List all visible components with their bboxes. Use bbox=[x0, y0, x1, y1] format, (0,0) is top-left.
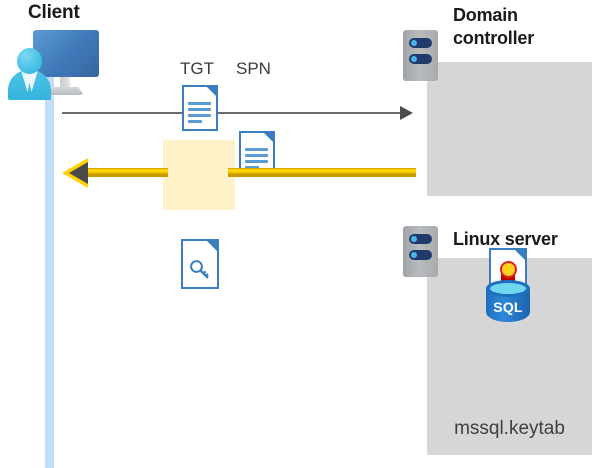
database-top-icon bbox=[486, 280, 530, 297]
certificate-seal-icon bbox=[500, 261, 517, 278]
database-top-inner-icon bbox=[490, 283, 526, 294]
key-icon bbox=[190, 260, 209, 279]
document-text-line bbox=[245, 160, 268, 163]
linux-server-title: Linux server bbox=[453, 229, 558, 249]
document-text-line bbox=[245, 154, 268, 157]
domain-controller-server-icon bbox=[403, 30, 438, 81]
monitor-screen-icon bbox=[33, 30, 99, 77]
server-bay-icon bbox=[409, 54, 432, 64]
response-arrow-line-left bbox=[82, 168, 168, 177]
certificate-ribbon-icon bbox=[501, 272, 508, 287]
document-sheet bbox=[181, 239, 219, 289]
domain-controller-title: Domain controller bbox=[453, 4, 583, 50]
document-text-line bbox=[245, 166, 259, 169]
server-bay-icon bbox=[409, 234, 432, 244]
request-arrow-line bbox=[62, 112, 402, 114]
highlight-box bbox=[163, 140, 235, 210]
response-arrow-line-right bbox=[228, 168, 416, 177]
sql-database-icon: SQL bbox=[486, 280, 530, 328]
monitor-stand-icon bbox=[60, 77, 70, 89]
request-arrow-head-icon bbox=[400, 106, 413, 120]
document-text-line bbox=[245, 148, 268, 151]
tgt-label: TGT bbox=[180, 59, 214, 78]
client-lifeline bbox=[45, 62, 54, 468]
document-text-line bbox=[188, 120, 202, 123]
spn-label: SPN bbox=[236, 59, 271, 78]
response-arrow-head-icon bbox=[69, 162, 88, 184]
keytab-filename-label: mssql.keytab bbox=[454, 418, 565, 439]
document-text-line bbox=[188, 108, 211, 111]
tgt-document-icon bbox=[182, 85, 218, 131]
domain-controller-panel bbox=[427, 62, 592, 196]
document-text-line bbox=[188, 102, 211, 105]
certificate-ribbon-icon bbox=[508, 272, 515, 287]
ticket-key-document-icon bbox=[181, 239, 219, 289]
client-title: Client bbox=[28, 2, 80, 23]
document-text-line bbox=[188, 114, 211, 117]
person-head-icon bbox=[17, 48, 42, 74]
monitor-base-icon bbox=[47, 87, 84, 95]
domain-controller-title-line1: Domain bbox=[453, 5, 518, 25]
server-bay-icon bbox=[409, 38, 432, 48]
server-bay-icon bbox=[409, 250, 432, 260]
linux-server-icon bbox=[403, 226, 438, 277]
sql-label: SQL bbox=[493, 299, 523, 315]
client-workstation-icon bbox=[6, 26, 106, 106]
domain-controller-title-line2: controller bbox=[453, 28, 535, 48]
